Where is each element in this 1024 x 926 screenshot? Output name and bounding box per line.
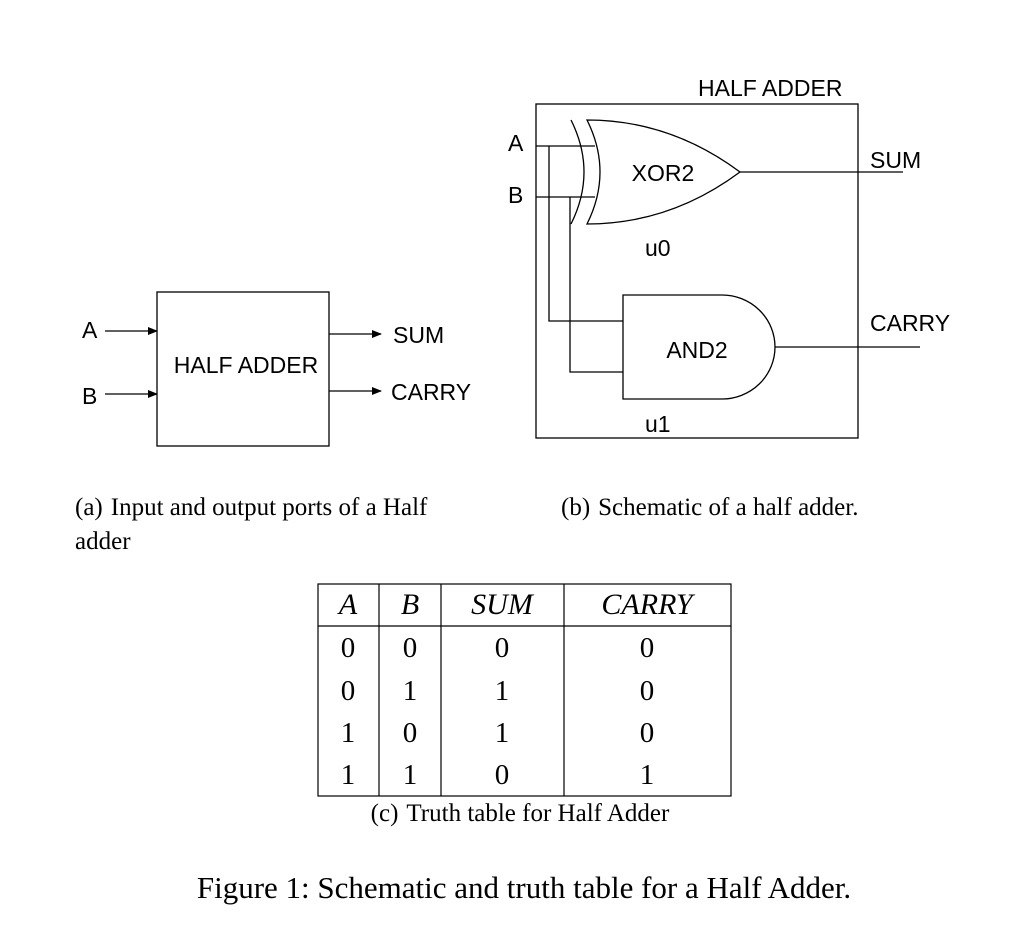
wire-a-to-and	[548, 146, 623, 322]
schematic-boundary	[535, 103, 859, 439]
truth-table-row: 0 1 1 0	[341, 675, 655, 707]
figure-caption: Figure 1: Schematic and truth table for …	[197, 870, 851, 905]
truth-table-cell: 0	[495, 632, 510, 664]
schematic-output-carry-label: CARRY	[870, 310, 950, 336]
truth-table-cell: 0	[640, 717, 655, 749]
output-port-sum-label: SUM	[393, 322, 444, 348]
xor-gate-input-arc	[570, 119, 585, 225]
xor-gate-shape	[585, 119, 742, 225]
panel-a-port-diagram: HALF ADDER A B SUM CARRY	[82, 291, 471, 447]
truth-table-cell: 1	[341, 759, 356, 791]
truth-table-cell: 0	[403, 717, 418, 749]
truth-table-cell: 1	[403, 675, 418, 707]
truth-table-cell: 0	[640, 675, 655, 707]
truth-table-frame	[317, 583, 732, 797]
schematic-input-b-label: B	[508, 182, 523, 208]
truth-table: A B SUM CARRY 0 0 0 0 0 1 1 0 1 0 1 0 1 …	[317, 583, 732, 797]
and-instance-label: u1	[645, 411, 671, 437]
truth-table-cell: 0	[341, 632, 356, 664]
truth-table-cell: 0	[640, 632, 655, 664]
caption-a-line1: (a) Input and output ports of a Half	[75, 494, 428, 521]
truth-table-cell: 1	[495, 717, 510, 749]
output-port-carry-label: CARRY	[391, 379, 471, 405]
truth-table-header-a: A	[337, 588, 358, 621]
schematic-input-a-label: A	[508, 130, 524, 156]
caption-b-tag: (b)	[561, 494, 590, 521]
half-adder-block-label: HALF ADDER	[174, 352, 318, 378]
truth-table-cell: 0	[403, 632, 418, 664]
truth-table-header-sum: SUM	[471, 588, 535, 621]
xor-gate-label: XOR2	[632, 160, 695, 186]
input-port-b-label: B	[82, 383, 97, 409]
truth-table-cell: 1	[341, 717, 356, 749]
truth-table-cell: 0	[341, 675, 356, 707]
half-adder-block	[156, 291, 330, 447]
caption-b-text: Schematic of a half adder.	[598, 494, 858, 521]
caption-a-text: Input and output ports of a Half	[111, 494, 428, 521]
truth-table-cell: 1	[403, 759, 418, 791]
wire-b-to-and	[569, 197, 623, 373]
and-gate-label: AND2	[666, 337, 727, 363]
truth-table-header-carry: CARRY	[601, 588, 695, 621]
caption-c-text: Truth table for Half Adder	[406, 800, 670, 827]
caption-c-tag: (c)	[371, 800, 399, 827]
caption-c: (c) Truth table for Half Adder	[371, 800, 670, 827]
and-gate-shape	[622, 294, 776, 400]
truth-table-cell: 1	[640, 759, 655, 791]
schematic-title: HALF ADDER	[698, 75, 842, 101]
caption-a-line2: adder	[75, 528, 131, 555]
truth-table-row: 1 1 0 1	[341, 759, 655, 791]
panel-b-schematic: HALF ADDER A B XOR2 u0 AND2 u1 SUM CARRY	[508, 75, 950, 439]
caption-b: (b) Schematic of a half adder.	[561, 494, 858, 521]
truth-table-header-b: B	[401, 588, 419, 621]
truth-table-row: 0 0 0 0	[341, 632, 655, 664]
schematic-output-sum-label: SUM	[870, 147, 921, 173]
truth-table-row: 1 0 1 0	[341, 717, 655, 749]
truth-table-cell: 0	[495, 759, 510, 791]
xor-instance-label: u0	[645, 235, 671, 261]
truth-table-cell: 1	[495, 675, 510, 707]
input-port-a-label: A	[82, 317, 98, 343]
caption-a-tag: (a)	[75, 494, 103, 521]
